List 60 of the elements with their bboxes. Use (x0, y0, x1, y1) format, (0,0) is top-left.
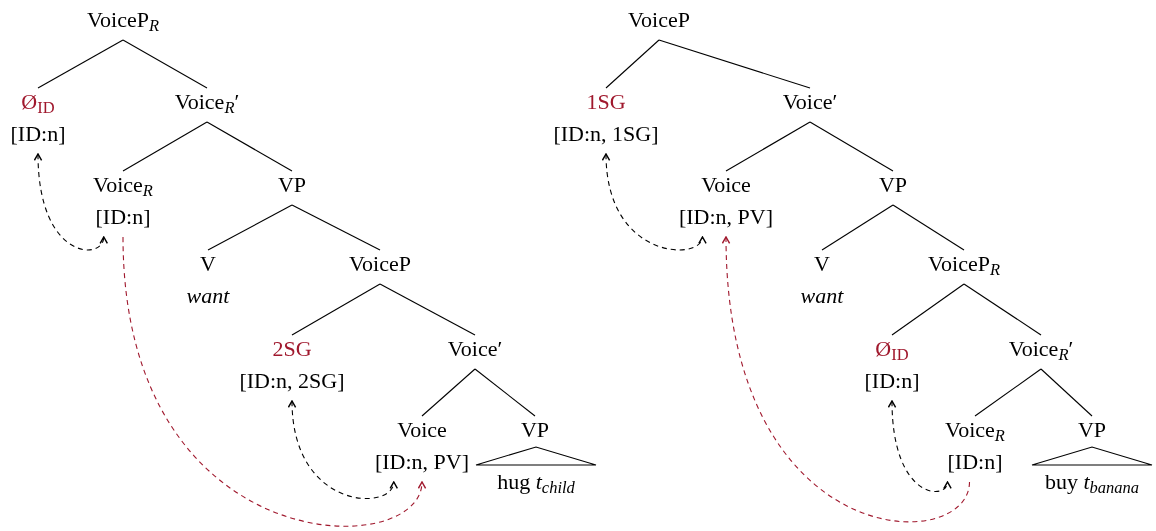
branch-line (658, 39, 811, 89)
branch-line (974, 368, 1042, 417)
phrase: buy t$_{banana}$ (1044, 468, 1140, 498)
category-label: V (200, 250, 216, 278)
dashed-arrow (722, 236, 971, 523)
branch-line (122, 39, 208, 89)
feature-bundle: [ID:n] (864, 367, 920, 395)
category-label: Voice (397, 416, 447, 444)
branch-line (809, 121, 894, 172)
category-label: VoiceP (628, 6, 690, 34)
category-label: VoiceP (349, 250, 411, 278)
category-label: VP (277, 171, 307, 199)
phrase: hug t$_{child}$ (497, 468, 575, 498)
category-label: Ø$_{ID}$ (21, 88, 55, 118)
category-label: VoiceP$_{R}$ (928, 250, 1000, 280)
category-label: 2SG (272, 335, 312, 363)
category-label: Ø$_{ID}$ (875, 335, 909, 365)
dashed-arrow (288, 400, 397, 500)
branch-line (291, 283, 381, 336)
branch-line (1040, 368, 1093, 417)
category-label: VP (1077, 416, 1107, 444)
branch-line (206, 121, 293, 172)
branch-line (421, 368, 476, 417)
branch-line (963, 283, 1042, 336)
feature-bundle: [ID:n] (10, 120, 66, 148)
category-label: Voice$_{R}$′ (174, 88, 240, 118)
dashed-arrow (122, 236, 425, 527)
branch-line (605, 39, 660, 89)
branch-line (207, 204, 293, 251)
dashed-arrow (888, 400, 951, 492)
feature-bundle: [ID:n, 2SG] (239, 367, 345, 395)
branch-line (892, 204, 965, 251)
feature-bundle: [ID:n, PV] (374, 448, 470, 476)
branch-line (379, 283, 476, 336)
feature-bundle: [ID:n] (947, 448, 1003, 476)
branch-line (474, 368, 536, 417)
word: want (186, 282, 230, 310)
dashed-arrow (602, 153, 705, 251)
feature-bundle: [ID:n, PV] (678, 203, 774, 231)
category-label: VoiceP$_{R}$ (87, 6, 159, 36)
branch-line (891, 283, 965, 336)
branch-line (291, 204, 381, 251)
category-label: Voice (701, 171, 751, 199)
feature-bundle: [ID:n] (95, 203, 151, 231)
branch-line (725, 121, 811, 172)
category-label: Voice$_{R}$ (945, 416, 1005, 446)
branch-line (821, 204, 894, 251)
feature-bundle: [ID:n, 1SG] (553, 120, 659, 148)
category-label: V (814, 250, 830, 278)
dashed-arrow (34, 153, 107, 251)
category-label: Voice$_{R}$′ (1008, 335, 1074, 365)
category-label: Voice$_{R}$ (93, 171, 153, 201)
word: want (800, 282, 844, 310)
category-label: Voice′ (782, 88, 838, 116)
category-label: 1SG (586, 88, 626, 116)
branch-line (122, 121, 208, 172)
category-label: VP (520, 416, 550, 444)
branch-line (37, 39, 124, 89)
category-label: VP (878, 171, 908, 199)
category-label: Voice′ (447, 335, 503, 363)
